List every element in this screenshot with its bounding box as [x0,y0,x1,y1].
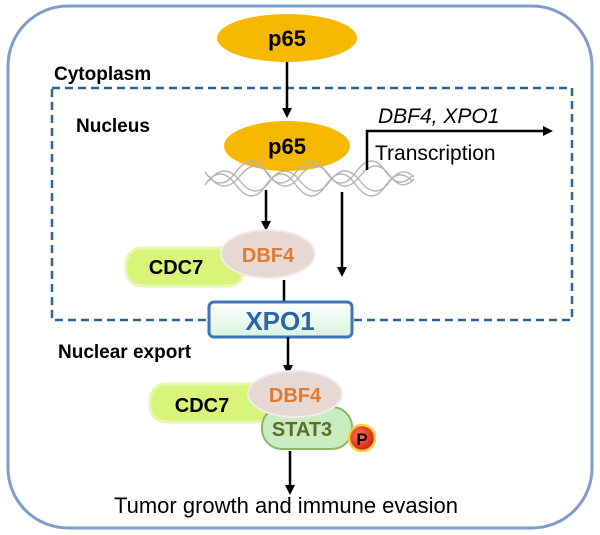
svg-text:CDC7: CDC7 [149,257,203,279]
svg-text:p65: p65 [268,26,306,51]
transcription-arrow [365,126,553,170]
nucleus-boundary [50,86,574,322]
p65-nucleus-node: p65 [224,121,350,171]
dbf4-cytoplasm-node [247,370,343,418]
cdc7-dbf4-nuclear-complex: CDC7 DBF4 [124,229,316,288]
dna-helix-icon [204,160,415,197]
p65-cytoplasm-node: p65 [217,14,357,62]
nucleus-label: Nucleus [76,116,150,137]
svg-text:p65: p65 [268,134,306,159]
svg-text:XPO1: XPO1 [245,306,314,336]
svg-text:STAT3: STAT3 [272,419,332,441]
svg-text:DBF4: DBF4 [269,385,322,407]
cdc7-dbf4-stat3-complex: CDC7 STAT3 DBF4 P [148,370,377,453]
transcribed-genes: DBF4, XPO1 [378,105,499,128]
phosphorylation-icon [347,423,377,453]
svg-text:P: P [356,430,367,449]
dbf4-nuclear-node [220,229,316,279]
outcome-label: Tumor growth and immune evasion [114,493,458,518]
nuclear-export-label: Nuclear export [58,342,192,363]
svg-text:CDC7: CDC7 [175,395,229,417]
cytoplasm-label: Cytoplasm [54,64,151,85]
xpo1-node: XPO1 [207,300,354,339]
svg-text:DBF4: DBF4 [242,245,295,267]
transcription-label: Transcription [375,142,496,165]
